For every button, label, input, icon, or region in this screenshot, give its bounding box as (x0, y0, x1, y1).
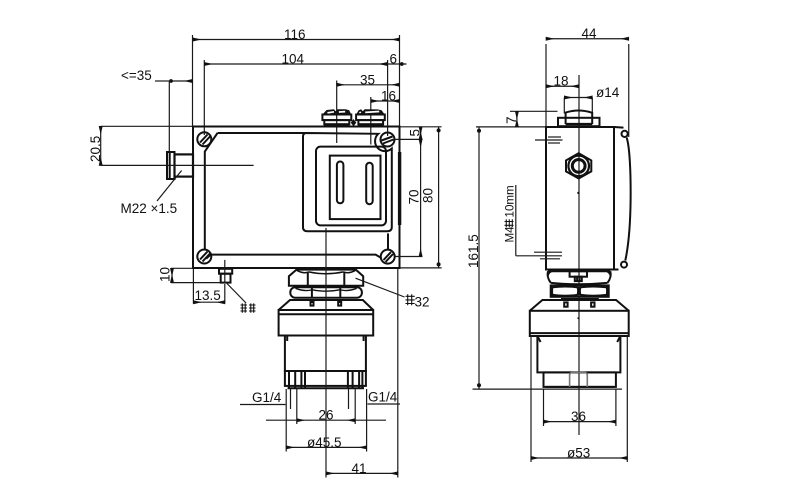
svg-text:70: 70 (407, 189, 422, 204)
svg-text:13.5: 13.5 (195, 288, 221, 303)
svg-text:10mm: 10mm (504, 185, 517, 217)
svg-text:16: 16 (381, 89, 396, 104)
svg-text:35: 35 (360, 72, 375, 87)
svg-text:116: 116 (284, 27, 306, 42)
svg-text:G1/4: G1/4 (252, 390, 282, 405)
svg-text:10: 10 (158, 267, 173, 282)
svg-text:80: 80 (421, 188, 436, 203)
svg-text:M22 ×1.5: M22 ×1.5 (121, 201, 178, 216)
svg-text:5: 5 (408, 129, 423, 137)
svg-text:104: 104 (282, 52, 305, 67)
svg-text:ø45.5: ø45.5 (307, 435, 342, 450)
svg-text:18: 18 (554, 74, 569, 89)
svg-text:26: 26 (319, 408, 334, 423)
svg-text:<=35: <=35 (121, 68, 152, 83)
svg-text:7: 7 (504, 116, 519, 124)
svg-text:161.5: 161.5 (466, 234, 481, 268)
svg-text:36: 36 (571, 409, 586, 424)
svg-text:44: 44 (582, 26, 598, 41)
svg-text:41: 41 (352, 461, 367, 476)
svg-text:32: 32 (415, 295, 430, 310)
svg-text:G1/4: G1/4 (368, 390, 398, 405)
svg-text:6: 6 (390, 52, 398, 67)
svg-text:20.5: 20.5 (88, 136, 103, 162)
svg-text:M4: M4 (504, 226, 517, 243)
svg-text:ø14: ø14 (596, 85, 620, 100)
svg-text:ø53: ø53 (567, 445, 590, 460)
